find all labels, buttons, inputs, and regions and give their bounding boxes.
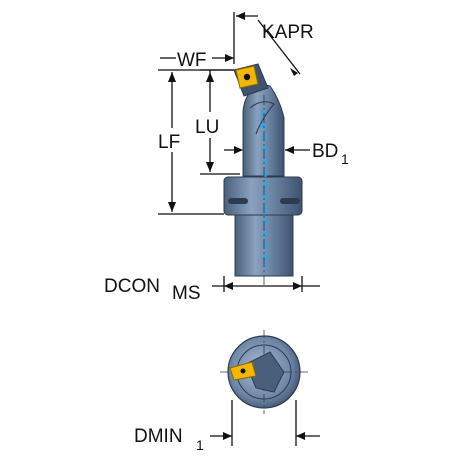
label-dmin-sub: 1 [196, 437, 204, 453]
coolant-branch [257, 119, 265, 129]
side-view [223, 63, 303, 285]
label-bd-sub: 1 [341, 151, 349, 167]
dimension-lines [158, 12, 320, 446]
flange-slot-right [280, 198, 300, 204]
end-bar-profile [245, 351, 285, 393]
insert-screw [243, 73, 251, 81]
label-bd: BD [312, 141, 338, 162]
end-screw [240, 368, 246, 374]
label-dmin: DMIN [134, 426, 183, 447]
coolant-channel [260, 109, 268, 269]
flange-slot-left [228, 198, 248, 204]
label-dcon: DCON [104, 276, 160, 297]
label-dcon-sub: MS [172, 283, 201, 304]
flange [223, 176, 303, 216]
labels: KAPR WF LU LF BD 1 DCON MS DMIN 1 [104, 22, 349, 453]
label-lf: LF [158, 132, 180, 153]
bar-groove [249, 101, 275, 135]
label-lu: LU [195, 117, 219, 138]
end-view [220, 330, 308, 414]
label-wf: WF [177, 50, 207, 71]
label-kapr: KAPR [262, 22, 314, 43]
